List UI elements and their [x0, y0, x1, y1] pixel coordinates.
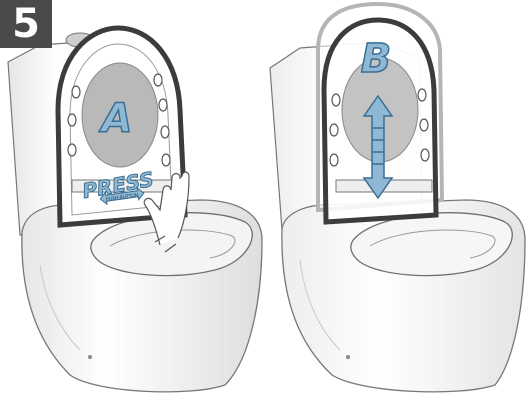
panel-a: A PRESS PUSH-BUTTON [8, 28, 262, 392]
step-number-badge: 5 [0, 0, 52, 48]
marker-b: B [361, 36, 392, 82]
marker-a: A [99, 96, 133, 142]
panel-b: B [270, 4, 525, 392]
